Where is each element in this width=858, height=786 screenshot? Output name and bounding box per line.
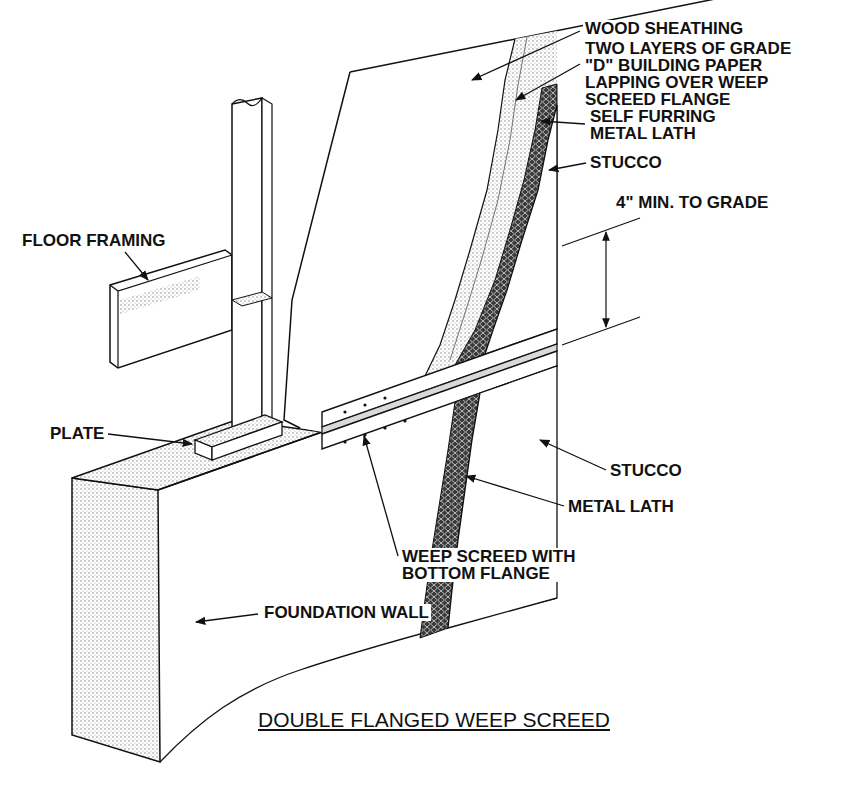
lower-stucco (448, 366, 557, 628)
label-metal-lath: METAL LATH (566, 498, 676, 515)
label-stucco: STUCCO (588, 154, 664, 171)
label-building-paper: TWO LAYERS OF GRADE "D" BUILDING PAPER L… (583, 40, 805, 108)
label-wood-sheathing: WOOD SHEATHING (583, 20, 745, 37)
label-plate: PLATE (48, 425, 106, 442)
stud (232, 98, 262, 440)
foundation-break-line (160, 598, 557, 762)
building-paper (425, 31, 557, 376)
stud-break (232, 98, 262, 106)
dimension-line (605, 232, 606, 327)
floor-joist-edge (110, 255, 232, 368)
dimension-label: 4" MIN. TO GRADE (614, 194, 770, 211)
foundation-top-face (72, 420, 322, 490)
stud-side (262, 98, 272, 432)
label-floor-framing: FLOOR FRAMING (20, 232, 168, 249)
label-foundation-wall: FOUNDATION WALL (262, 604, 431, 621)
foundation-end-face (72, 478, 160, 762)
sill-plate-front (195, 440, 212, 460)
stud-block (232, 292, 272, 306)
diagram-title: DOUBLE FLANGED WEEP SCREED (256, 708, 612, 732)
weep-screed-nails (343, 396, 406, 443)
sill-plate-side (212, 422, 282, 460)
joist-grain (120, 276, 200, 314)
floor-joist (110, 250, 232, 368)
dimension-extension-lines (562, 218, 640, 345)
leader-lines (108, 31, 606, 622)
label-self-furring-lath: SELF FURRING METAL LATH (588, 108, 737, 142)
self-furring-lath (455, 84, 557, 365)
label-weep-screed: WEEP SCREED WITH BOTTOM FLANGE (400, 548, 594, 582)
label-stucco: STUCCO (608, 462, 684, 479)
upper-stucco (485, 105, 557, 354)
